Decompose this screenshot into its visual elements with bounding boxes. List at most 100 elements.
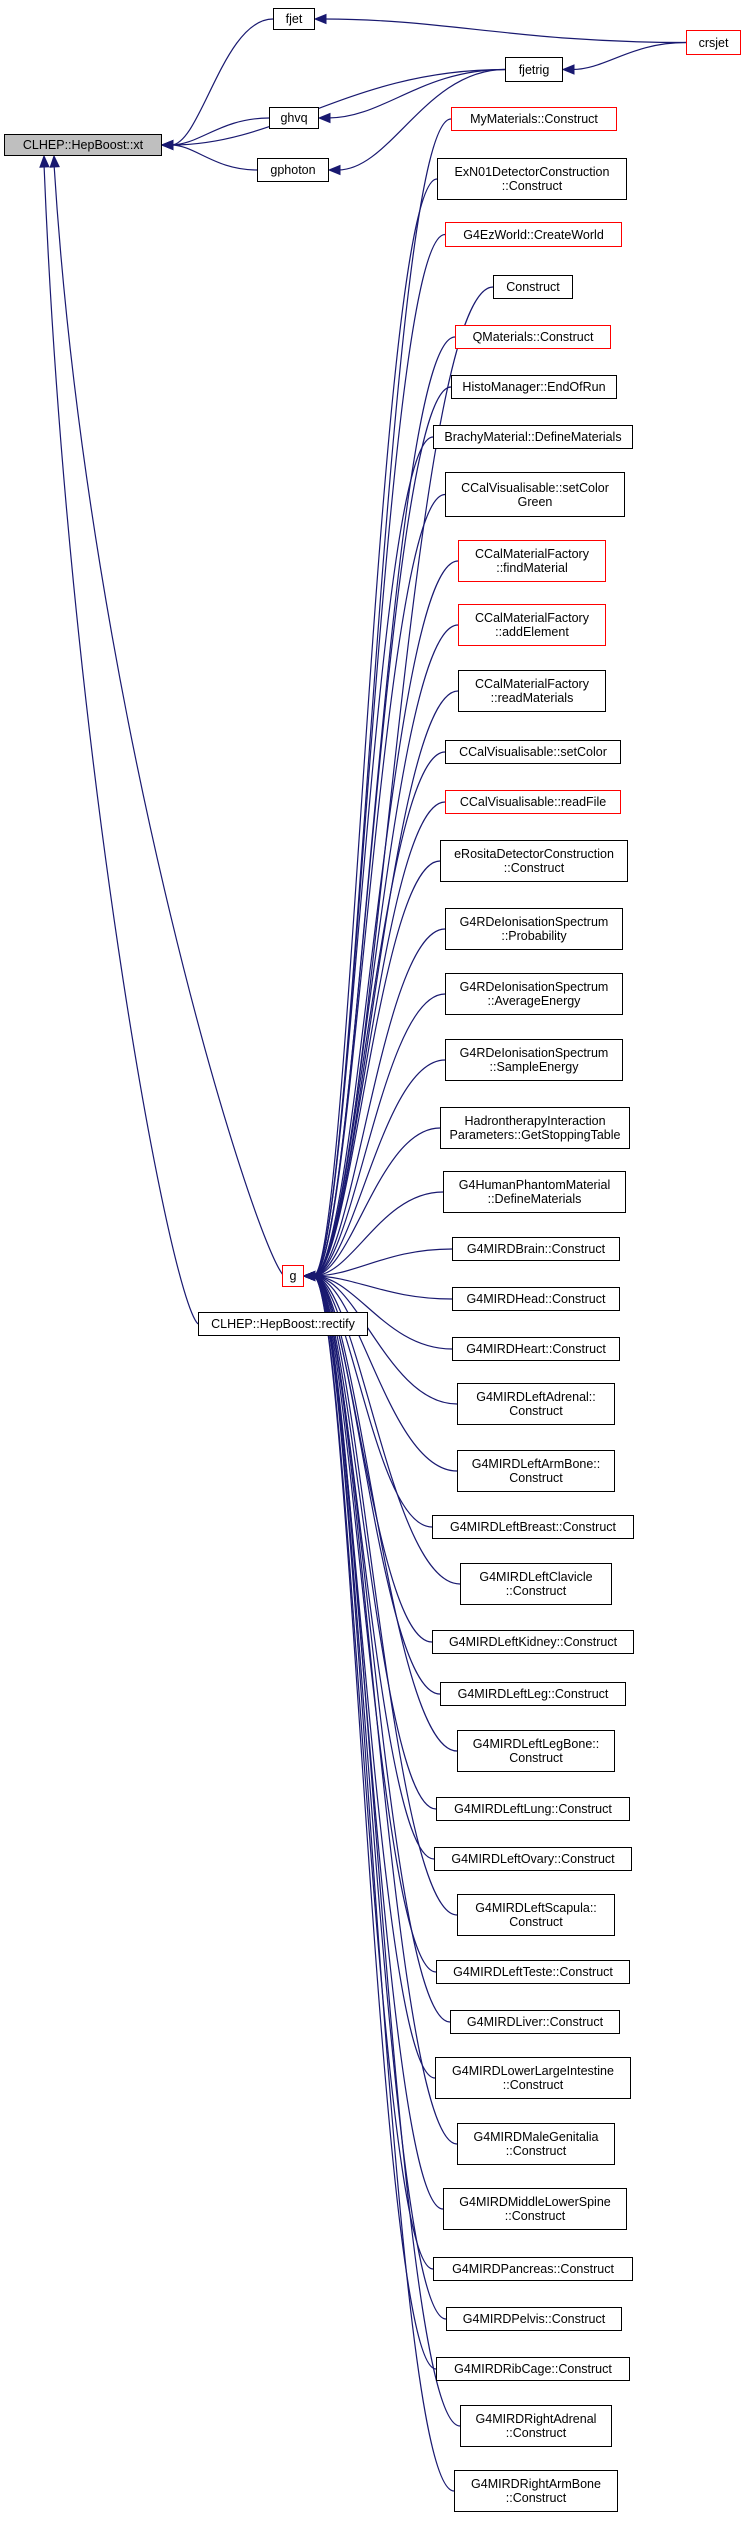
- node-ccal-findmaterial[interactable]: CCalMaterialFactory::findMaterial: [458, 540, 606, 582]
- edge-crsjet-to-fjet: [323, 18, 687, 44]
- node-qmaterials[interactable]: QMaterials::Construct: [455, 325, 611, 349]
- node-rectify[interactable]: CLHEP::HepBoost::rectify: [198, 1312, 368, 1336]
- node-mirdmiddlelowerspine[interactable]: G4MIRDMiddleLowerSpine::Construct: [443, 2188, 627, 2230]
- node-label-line: fjet: [285, 12, 303, 26]
- edge-fjetrig-to-gphoton: [337, 68, 506, 171]
- edge-pancreas-to-g: [312, 1275, 434, 2270]
- node-label-line: fjetrig: [518, 62, 550, 77]
- node-ccal-readmaterials[interactable]: CCalMaterialFactory::readMaterials: [458, 670, 606, 712]
- node-ccal-addelement[interactable]: CCalMaterialFactory::addElement: [458, 604, 606, 646]
- node-mirdleftadrenal[interactable]: G4MIRDLeftAdrenal::Construct: [457, 1383, 615, 1425]
- node-label-line: ::Construct: [501, 179, 563, 193]
- node-g4rdel-sampleenergy[interactable]: G4RDeIonisationSpectrum::SampleEnergy: [445, 1039, 623, 1081]
- node-label-line: crsjet: [698, 35, 729, 50]
- node-mirdleftlung[interactable]: G4MIRDLeftLung::Construct: [436, 1797, 630, 1821]
- node-label-line: ::SampleEnergy: [489, 1060, 579, 1074]
- node-mirdrightarmbone[interactable]: G4MIRDRightArmBone::Construct: [454, 2470, 618, 2512]
- node-label-line: G4MIRDPelvis::Construct: [462, 2312, 606, 2326]
- node-root: CLHEP::HepBoost::xt: [4, 134, 162, 156]
- node-label-line: ::Construct: [505, 2491, 567, 2505]
- node-fjet[interactable]: fjet: [273, 8, 315, 30]
- node-mirdbrain[interactable]: G4MIRDBrain::Construct: [452, 1237, 620, 1261]
- node-label-line: G4MIRDLeftArmBone::: [471, 1457, 601, 1471]
- node-label-line: ::DefineMaterials: [487, 1192, 582, 1206]
- node-label-line: G4MIRDLeftTeste::Construct: [453, 1965, 613, 1979]
- node-mirdhead[interactable]: G4MIRDHead::Construct: [452, 1287, 620, 1311]
- node-mirdleftbreast[interactable]: G4MIRDLeftBreast::Construct: [432, 1515, 634, 1539]
- node-label-line: Construct: [509, 1471, 563, 1485]
- node-label-line: ghvq: [280, 111, 308, 125]
- node-mirdribcage[interactable]: G4MIRDRibCage::Construct: [436, 2357, 630, 2381]
- node-histomanager[interactable]: HistoManager::EndOfRun: [451, 375, 617, 399]
- edge-leftleg-to-g: [312, 1275, 441, 1695]
- node-mirdleftscapula[interactable]: G4MIRDLeftScapula::Construct: [457, 1894, 615, 1936]
- node-mirdrightadrenal[interactable]: G4MIRDRightAdrenal::Construct: [460, 2405, 612, 2447]
- node-mirdleftarmbone[interactable]: G4MIRDLeftArmBone::Construct: [457, 1450, 615, 1492]
- edge-rectify-to-root: [43, 163, 199, 1325]
- node-mirdliver[interactable]: G4MIRDLiver::Construct: [450, 2010, 620, 2034]
- node-fjetrig[interactable]: fjetrig: [505, 57, 563, 82]
- node-mirdleftteste[interactable]: G4MIRDLeftTeste::Construct: [436, 1960, 630, 1984]
- node-label-line: CCalVisualisable::readFile: [459, 795, 607, 809]
- edge-arrowhead: [49, 154, 60, 168]
- edge-fjet-to-root: [170, 18, 274, 146]
- node-label-line: Construct: [509, 1404, 563, 1418]
- edge-arrowhead: [317, 112, 331, 124]
- edge-leftscapula-to-g: [312, 1275, 458, 1916]
- node-ccal-setcolor[interactable]: CCalVisualisable::setColor: [445, 740, 621, 764]
- edge-fjetrig-to-root: [170, 68, 506, 146]
- node-mirdleftleg[interactable]: G4MIRDLeftLeg::Construct: [440, 1682, 626, 1706]
- node-mirdleftclavicle[interactable]: G4MIRDLeftClavicle::Construct: [460, 1563, 612, 1605]
- node-label-line: ::Construct: [505, 1584, 567, 1598]
- node-mirdleftovary[interactable]: G4MIRDLeftOvary::Construct: [434, 1847, 632, 1871]
- node-mirdheart[interactable]: G4MIRDHeart::Construct: [452, 1337, 620, 1361]
- edge-leftteste-to-g: [312, 1275, 437, 1973]
- node-mirdlowerlarge[interactable]: G4MIRDLowerLargeIntestine::Construct: [435, 2057, 631, 2099]
- node-g4rdel-averageenergy[interactable]: G4RDeIonisationSpectrum::AverageEnergy: [445, 973, 623, 1015]
- node-brachymaterial[interactable]: BrachyMaterial::DefineMaterials: [433, 425, 633, 449]
- node-label-line: G4MIRDLeftLeg::Construct: [457, 1687, 609, 1701]
- node-label-line: G4MIRDRibCage::Construct: [454, 2362, 612, 2376]
- node-label-line: G4MIRDLeftKidney::Construct: [448, 1635, 618, 1649]
- node-erosita[interactable]: eRositaDetectorConstruction::Construct: [440, 840, 628, 882]
- node-label-line: G4MIRDHead::Construct: [466, 1292, 606, 1306]
- node-label-line: G4MIRDLeftScapula::: [475, 1901, 597, 1915]
- node-label-line: G4HumanPhantomMaterial: [458, 1178, 611, 1192]
- node-mirdleftlegbone[interactable]: G4MIRDLeftLegBone::Construct: [457, 1730, 615, 1772]
- node-label-line: Parameters::GetStoppingTable: [449, 1128, 621, 1142]
- node-label-line: G4MIRDMiddleLowerSpine: [459, 2195, 611, 2209]
- edge-arrowhead: [327, 164, 341, 176]
- node-label-line: ::Construct: [504, 2209, 566, 2223]
- node-label-line: G4MIRDLeftAdrenal::: [476, 1390, 596, 1404]
- node-g4ezworld[interactable]: G4EzWorld::CreateWorld: [445, 222, 622, 247]
- node-ccal-readfile[interactable]: CCalVisualisable::readFile: [445, 790, 621, 814]
- node-ghvq[interactable]: ghvq: [269, 107, 319, 129]
- edge-leftlung-to-g: [312, 1275, 437, 1810]
- edge-ccal_findmat-to-g: [312, 560, 459, 1277]
- node-g4rdel-probability[interactable]: G4RDeIonisationSpectrum::Probability: [445, 908, 623, 950]
- node-label-line: g: [289, 1269, 297, 1283]
- node-label-line: Construct: [509, 1915, 563, 1929]
- node-mirdpancreas[interactable]: G4MIRDPancreas::Construct: [433, 2257, 633, 2281]
- node-label-line: G4MIRDLowerLargeIntestine: [452, 2064, 614, 2078]
- node-gphoton[interactable]: gphoton: [257, 158, 329, 182]
- edge-g4rdel_avg-to-g: [312, 993, 446, 1277]
- node-humanphantom[interactable]: G4HumanPhantomMaterial::DefineMaterials: [443, 1171, 626, 1213]
- node-label-line: G4RDeIonisationSpectrum: [459, 980, 609, 994]
- edge-humanphantom-to-g: [312, 1191, 444, 1277]
- node-mymaterials[interactable]: MyMaterials::Construct: [451, 107, 617, 131]
- node-mirdleftkidney[interactable]: G4MIRDLeftKidney::Construct: [432, 1630, 634, 1654]
- node-crsjet[interactable]: crsjet: [686, 30, 741, 55]
- edge-leftclavicle-to-g: [312, 1275, 461, 1585]
- node-mirdmalegenitalia[interactable]: G4MIRDMaleGenitalia::Construct: [457, 2123, 615, 2165]
- node-mirdpelvis[interactable]: G4MIRDPelvis::Construct: [446, 2307, 622, 2331]
- node-construct[interactable]: Construct: [493, 275, 573, 299]
- node-g[interactable]: g: [282, 1265, 304, 1287]
- node-label-line: QMaterials::Construct: [472, 330, 594, 344]
- node-exn01[interactable]: ExN01DetectorConstruction::Construct: [437, 158, 627, 200]
- node-label-line: CLHEP::HepBoost::rectify: [211, 1317, 355, 1331]
